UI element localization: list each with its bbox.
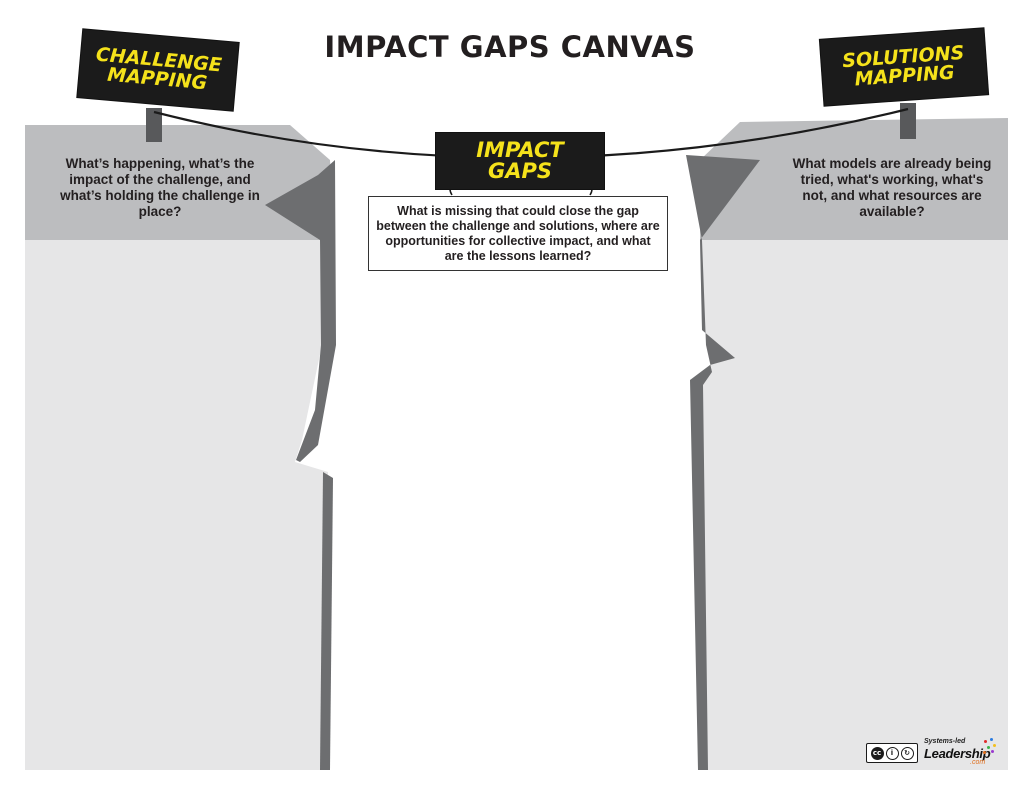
- impact-gaps-prompt: What is missing that could close the gap…: [376, 203, 660, 263]
- left-cliff-face: [25, 125, 335, 240]
- brand-logo: Systems-led Leadership .com: [924, 738, 996, 768]
- right-cliff-top: [700, 118, 1008, 240]
- cc-circle-icon: cc: [870, 746, 884, 760]
- left-cliff-body: [25, 240, 328, 770]
- solutions-sign-line2: MAPPING: [853, 61, 956, 91]
- footer-logos: cc i ↻ Systems-led Leadership .com: [866, 738, 1000, 768]
- solutions-prompt: What models are already being tried, wha…: [792, 156, 992, 219]
- solutions-mapping-sign: SOLUTIONS MAPPING: [819, 28, 989, 106]
- right-post: [900, 103, 916, 139]
- brand-big-text: Leadership: [924, 746, 991, 761]
- left-cliff-lower-edge: [320, 472, 333, 770]
- sa-circle-icon: ↻: [900, 746, 914, 760]
- impact-gaps-sign: IMPACT GAPS: [436, 133, 604, 189]
- impact-sign-line2: GAPS: [487, 159, 552, 183]
- brand-suffix: .com: [970, 759, 986, 766]
- by-circle-icon: i: [885, 746, 899, 760]
- impact-gaps-prompt-box: What is missing that could close the gap…: [368, 196, 668, 271]
- challenge-mapping-sign: CHALLENGE MAPPING: [77, 29, 239, 111]
- brand-small-text: Systems-led: [924, 738, 966, 745]
- right-cliff-shadow: [686, 155, 760, 770]
- challenge-prompt: What’s happening, what’s the impact of t…: [60, 156, 260, 219]
- creative-commons-icon: cc i ↻: [866, 743, 918, 763]
- impact-sign-line1: IMPACT: [476, 138, 564, 162]
- right-cliff-body: [700, 240, 1008, 770]
- left-post: [146, 108, 162, 142]
- left-cliff-shadow: [265, 160, 336, 462]
- confetti-icon: [982, 738, 996, 756]
- canvas-title: IMPACT GAPS CANVAS: [324, 30, 696, 64]
